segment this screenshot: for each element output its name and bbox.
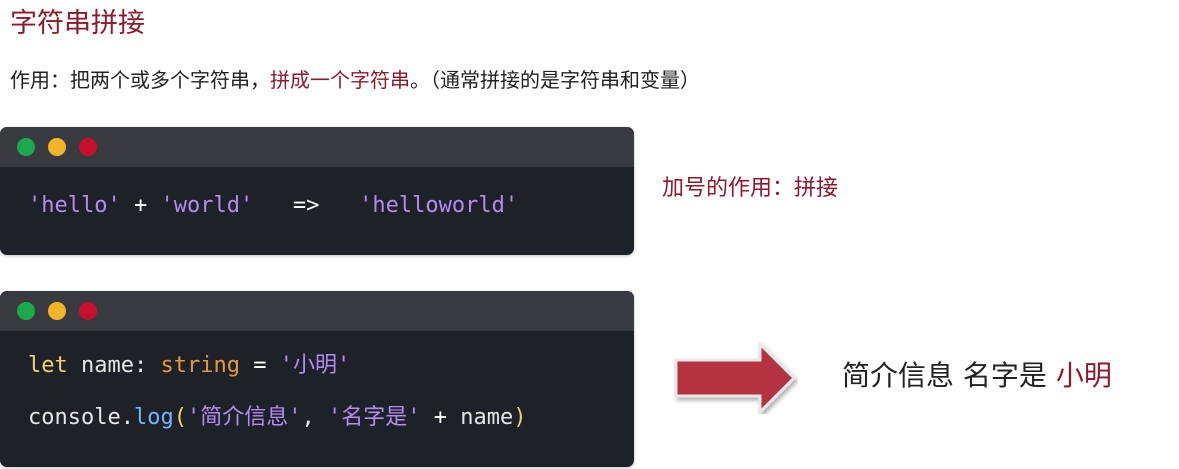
result-name: 小明 [1055, 359, 1112, 392]
red-dot-icon [79, 138, 97, 156]
code-paren-open: ( [173, 405, 187, 430]
green-dot-icon [17, 138, 35, 156]
code-type-string: string [160, 353, 240, 378]
code-string-arg1: '简介信息' [186, 405, 302, 430]
code-paren-close: ) [513, 405, 527, 430]
code-keyword-let: let [28, 353, 68, 378]
yellow-dot-icon [48, 302, 66, 320]
code-comma: , [301, 405, 328, 430]
code-string-result: 'helloworld' [359, 193, 519, 218]
window-titlebar [0, 127, 634, 167]
description-prefix: 作用：把两个或多个字符串， [10, 68, 270, 92]
description: 作用：把两个或多个字符串，拼成一个字符串。（通常拼接的是字符串和变量） [10, 64, 700, 96]
code-arrow: => [253, 193, 360, 218]
code-fn-log: log [133, 405, 174, 430]
code-window-variable: let name: string = '小明' console.log('简介信… [0, 291, 634, 467]
code-line-console: console.log('简介信息', '名字是' + name) [28, 403, 526, 433]
code-string-world: 'world' [160, 193, 254, 218]
code-var-decl: name: [67, 353, 161, 378]
description-suffix: 。（通常拼接的是字符串和变量） [410, 68, 700, 92]
code-string-arg2: '名字是' [327, 405, 421, 430]
window-titlebar [0, 291, 634, 331]
code-line-let: let name: string = '小明' [28, 351, 350, 381]
code-string-value: '小明' [279, 353, 351, 378]
red-dot-icon [79, 302, 97, 320]
code-equals: = [239, 353, 280, 378]
code-plus: + [120, 193, 161, 218]
code-string-hello: 'hello' [28, 193, 121, 218]
code-var-name: name [460, 405, 514, 430]
code-window-concat: 'hello' + 'world' => 'helloworld' [0, 127, 634, 255]
plus-note: 加号的作用：拼接 [662, 176, 839, 201]
code-console-obj: console. [28, 405, 134, 430]
green-dot-icon [17, 302, 35, 320]
code-line-concat: 'hello' + 'world' => 'helloworld' [28, 191, 518, 221]
result-prefix: 简介信息 名字是 [842, 359, 1056, 392]
page-title: 字符串拼接 [10, 8, 145, 39]
output-result: 简介信息 名字是 小明 [842, 356, 1112, 396]
code-plus: + [420, 405, 461, 430]
yellow-dot-icon [48, 138, 66, 156]
right-arrow-icon [674, 342, 797, 414]
description-highlight: 拼成一个字符串 [270, 68, 410, 92]
